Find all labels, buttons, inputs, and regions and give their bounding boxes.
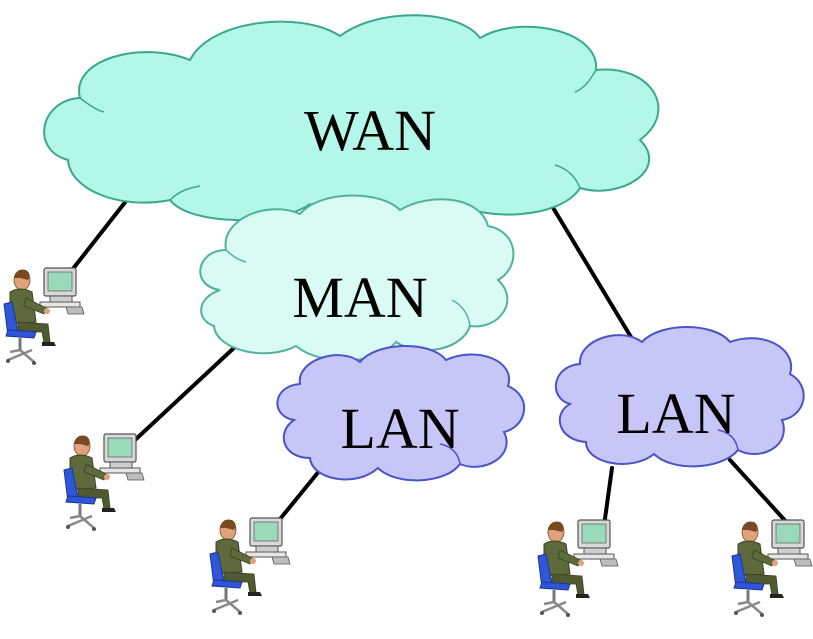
link-man-user-2 xyxy=(133,344,238,442)
lan-2-label: LAN xyxy=(616,381,735,446)
link-lan-2-user-4 xyxy=(602,466,614,528)
link-lan-2-user-5 xyxy=(728,458,792,528)
link-lan-1-user-3 xyxy=(274,468,322,526)
lan-1-label: LAN xyxy=(340,396,459,461)
wan-cloud: WAN xyxy=(43,14,660,222)
lan-cloud-2: LAN xyxy=(554,326,805,468)
man-cloud: MAN xyxy=(199,194,515,362)
user-at-computer-icon xyxy=(2,266,86,367)
man-label: MAN xyxy=(292,265,427,330)
user-at-computer-icon xyxy=(208,516,292,617)
user-at-computer-icon xyxy=(536,518,620,619)
links xyxy=(70,194,792,528)
link-wan-user-1 xyxy=(70,194,132,272)
user-at-computer-icon xyxy=(730,518,813,619)
user-at-computer-icon xyxy=(62,432,146,533)
wan-label: WAN xyxy=(304,98,436,163)
lan-cloud-1: LAN xyxy=(276,344,525,482)
link-wan-lan-2 xyxy=(550,204,636,344)
